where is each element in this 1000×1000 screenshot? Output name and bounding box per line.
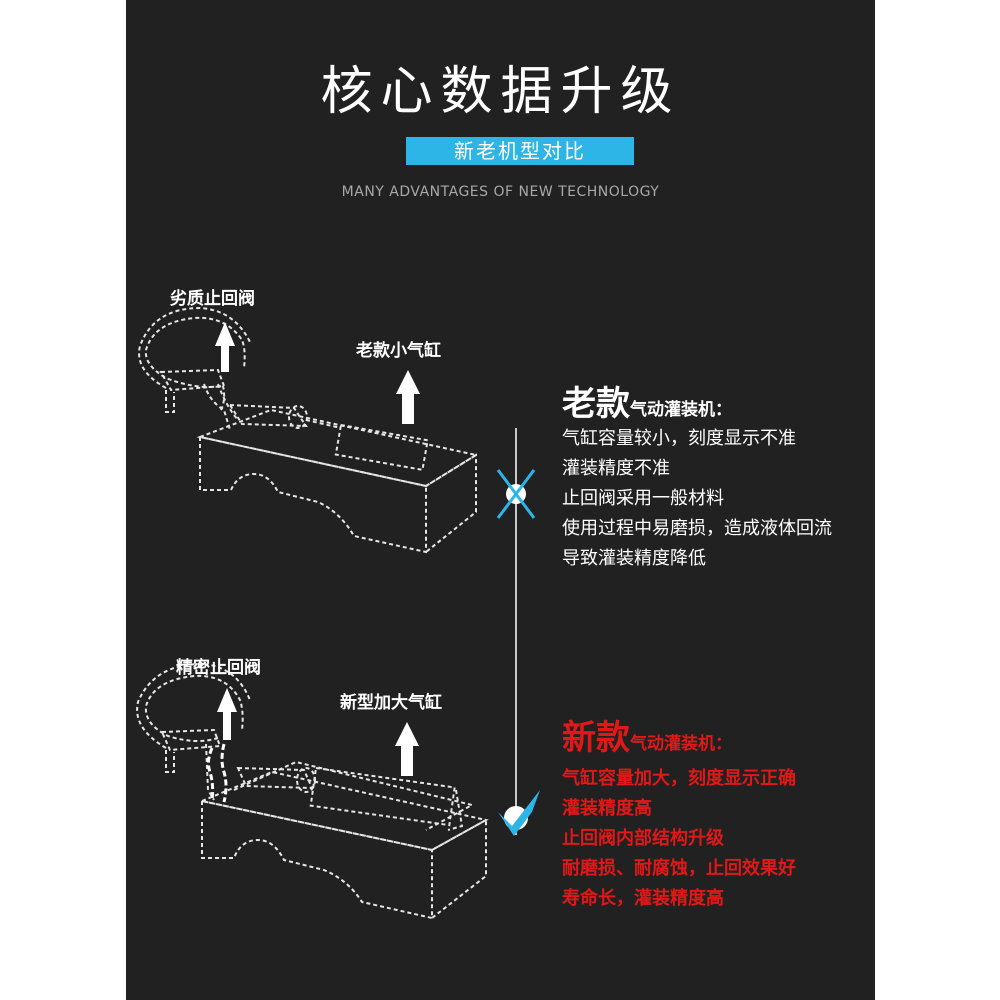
comparison-badge: 新老机型对比 — [406, 137, 634, 165]
new-valve-highlight — [206, 743, 228, 803]
list-item: 止回阀采用一般材料 — [562, 488, 724, 509]
new-heading-suffix: 气动灌装机： — [630, 734, 732, 754]
new-valve-label: 精密止回阀 — [176, 658, 261, 678]
old-heading-suffix: 气动灌装机： — [630, 400, 732, 420]
old-heading-main: 老款 — [562, 384, 630, 424]
list-item: 灌装精度高 — [562, 798, 652, 819]
new-model-heading: 新款气动灌装机： — [562, 716, 732, 766]
list-item: 寿命长，灌装精度高 — [562, 888, 724, 909]
old-model-heading: 老款气动灌装机： — [562, 382, 732, 432]
page-subtitle: MANY ADVANTAGES OF NEW TECHNOLOGY — [341, 184, 660, 200]
new-model-points: 气缸容量加大，刻度显示正确 灌装精度高 止回阀内部结构升级 耐磨损、耐腐蚀，止回… — [562, 764, 796, 914]
new-cylinder-label: 新型加大气缸 — [340, 693, 442, 713]
list-item: 耐磨损、耐腐蚀，止回效果好 — [562, 858, 796, 879]
old-cylinder-label: 老款小气缸 — [356, 341, 441, 361]
list-item: 气缸容量加大，刻度显示正确 — [562, 768, 796, 789]
comparison-panel: 核心数据升级 新老机型对比 MANY ADVANTAGES OF NEW TEC… — [126, 0, 875, 1000]
old-valve-arrow — [215, 322, 235, 372]
check-icon — [498, 790, 540, 836]
list-item: 使用过程中易磨损，造成液体回流 — [562, 518, 832, 539]
old-machine-drawing — [138, 306, 479, 554]
new-machine-drawing — [136, 662, 489, 920]
cross-icon — [496, 469, 536, 519]
new-valve-arrow — [217, 688, 237, 740]
old-model-points: 气缸容量较小，刻度显示不准 灌装精度不准 止回阀采用一般材料 使用过程中易磨损，… — [562, 424, 832, 574]
new-cylinder-arrow — [395, 722, 419, 776]
old-cylinder-arrow — [396, 370, 420, 424]
old-valve-label: 劣质止回阀 — [170, 289, 255, 309]
machine-illustrations — [136, 306, 540, 920]
list-item: 导致灌装精度降低 — [562, 548, 706, 569]
new-heading-main: 新款 — [562, 718, 630, 758]
page-title: 核心数据升级 — [320, 62, 681, 122]
list-item: 气缸容量较小，刻度显示不准 — [562, 428, 796, 449]
list-item: 止回阀内部结构升级 — [562, 828, 724, 849]
list-item: 灌装精度不准 — [562, 458, 670, 479]
